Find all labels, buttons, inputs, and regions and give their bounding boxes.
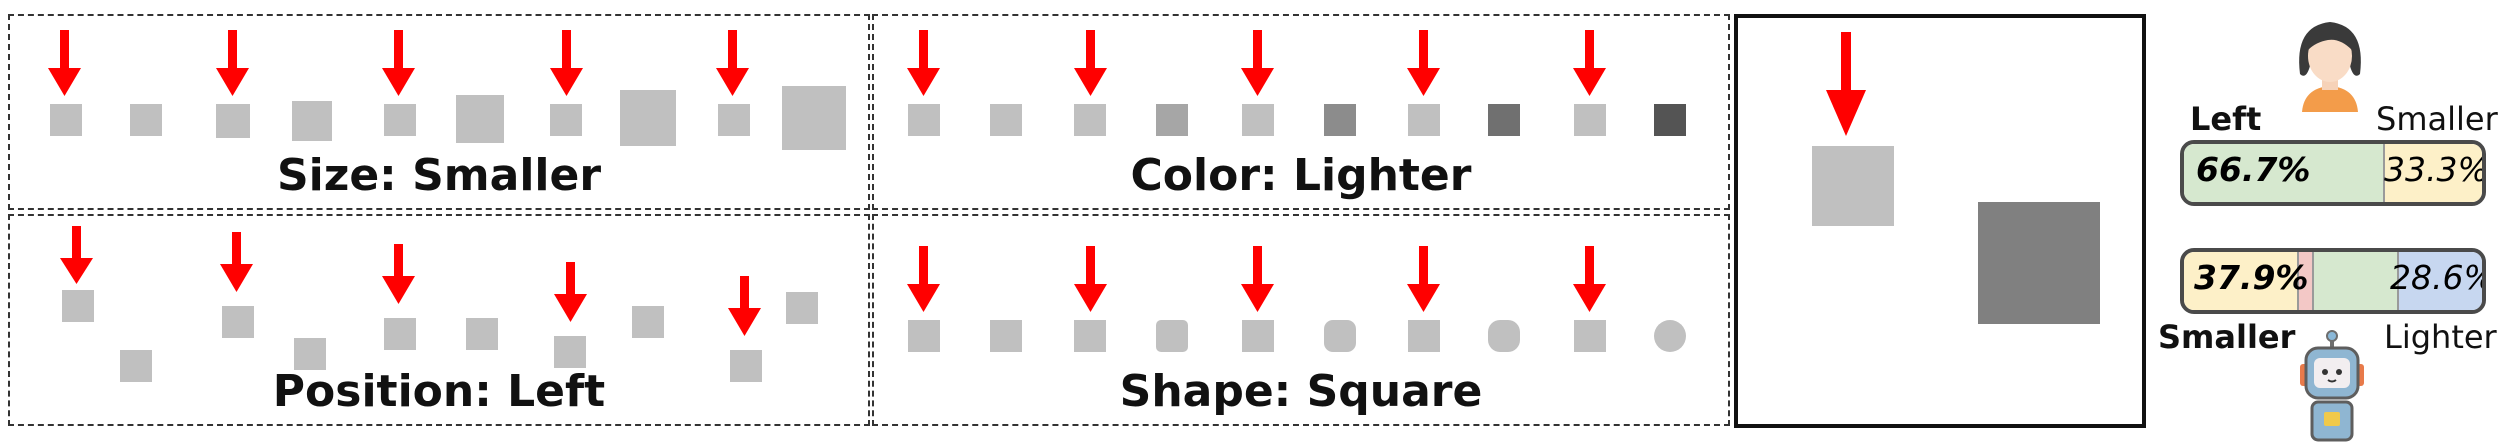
model-bar: 37.9% 28.6% (2180, 248, 2486, 314)
panel-shape-label: Shape: Square (1119, 366, 1483, 417)
distractor-square (632, 306, 664, 338)
distractor-rounded-square (1324, 320, 1356, 352)
query-scene-marks (1812, 32, 2100, 324)
down-arrow-icon (48, 30, 749, 96)
distractor-circle (1654, 320, 1686, 352)
distractor-square (990, 104, 1022, 136)
distractor-square (620, 90, 676, 146)
distractor-square (782, 86, 846, 150)
distractor-square (1156, 104, 1188, 136)
distractor-square (130, 104, 162, 136)
panel-size-label: Size: Smaller (276, 150, 602, 201)
model-right-value: 28.6% (2390, 258, 2486, 297)
target-square (1408, 104, 1440, 136)
distractor-square (456, 95, 504, 143)
target-square (1574, 320, 1606, 352)
down-arrow-icon (60, 226, 761, 336)
target-square (216, 104, 250, 138)
panel-size-marks (48, 30, 846, 150)
human-left-label: Left (2190, 100, 2262, 138)
robot-icon (2300, 330, 2364, 442)
target-square (554, 336, 586, 368)
target-square (384, 104, 416, 136)
target-square (908, 320, 940, 352)
model-left-segment (2311, 252, 2399, 310)
model-smaller-segment (2184, 252, 2297, 310)
distractor-square (292, 101, 332, 141)
target-square (222, 306, 254, 338)
model-right-label: Lighter (2384, 318, 2497, 356)
model-left-value: 37.9% (2194, 258, 2309, 297)
target-square (1242, 104, 1274, 136)
distractor-square (786, 292, 818, 324)
model-lighter-segment (2396, 252, 2482, 310)
panel-size: Size: Smaller (8, 14, 870, 210)
distractor-square (1324, 104, 1356, 136)
target-square (1242, 320, 1274, 352)
target-square (62, 290, 94, 322)
model-left-label: Smaller (2158, 318, 2296, 356)
panel-position: Position: Left (8, 214, 870, 426)
panel-position-marks (60, 226, 818, 382)
target-square (1574, 104, 1606, 136)
distractor-square (294, 338, 326, 370)
human-bar: 66.7% 33.3% (2180, 140, 2486, 206)
target-square (908, 104, 940, 136)
distractor-rounded-square (1488, 320, 1520, 352)
panel-shape-marks (907, 246, 1686, 352)
panel-color-label: Color: Lighter (1130, 150, 1472, 201)
human-right-label: Smaller (2376, 100, 2498, 138)
panel-color: Color: Lighter (872, 14, 1730, 210)
woman-avatar-icon (2299, 22, 2361, 112)
target-square (1074, 104, 1106, 136)
distractor-square (1654, 104, 1686, 136)
distractor-rounded-square (1156, 320, 1188, 352)
distractor-square (1488, 104, 1520, 136)
distractor-square (990, 320, 1022, 352)
other-square (1978, 202, 2100, 324)
target-square (1812, 146, 1894, 226)
target-square (384, 318, 416, 350)
target-square (718, 104, 750, 136)
human-right-segment (2382, 144, 2482, 202)
model-other-segment (2296, 252, 2314, 310)
distractor-square (120, 350, 152, 382)
down-arrow-icon (1826, 32, 1866, 136)
query-scene (1734, 14, 2146, 428)
target-square (50, 104, 82, 136)
distractor-square (466, 318, 498, 350)
target-square (730, 350, 762, 382)
target-square (1408, 320, 1440, 352)
human-left-segment (2184, 144, 2383, 202)
panel-position-label: Position: Left (272, 366, 606, 417)
target-square (1074, 320, 1106, 352)
panel-shape: Shape: Square (872, 214, 1730, 426)
human-left-value: 66.7% (2196, 150, 2311, 189)
down-arrow-icon (907, 30, 1606, 96)
panel-color-marks (907, 30, 1686, 136)
human-right-value: 33.3% (2384, 150, 2486, 189)
target-square (550, 104, 582, 136)
down-arrow-icon (907, 246, 1606, 312)
